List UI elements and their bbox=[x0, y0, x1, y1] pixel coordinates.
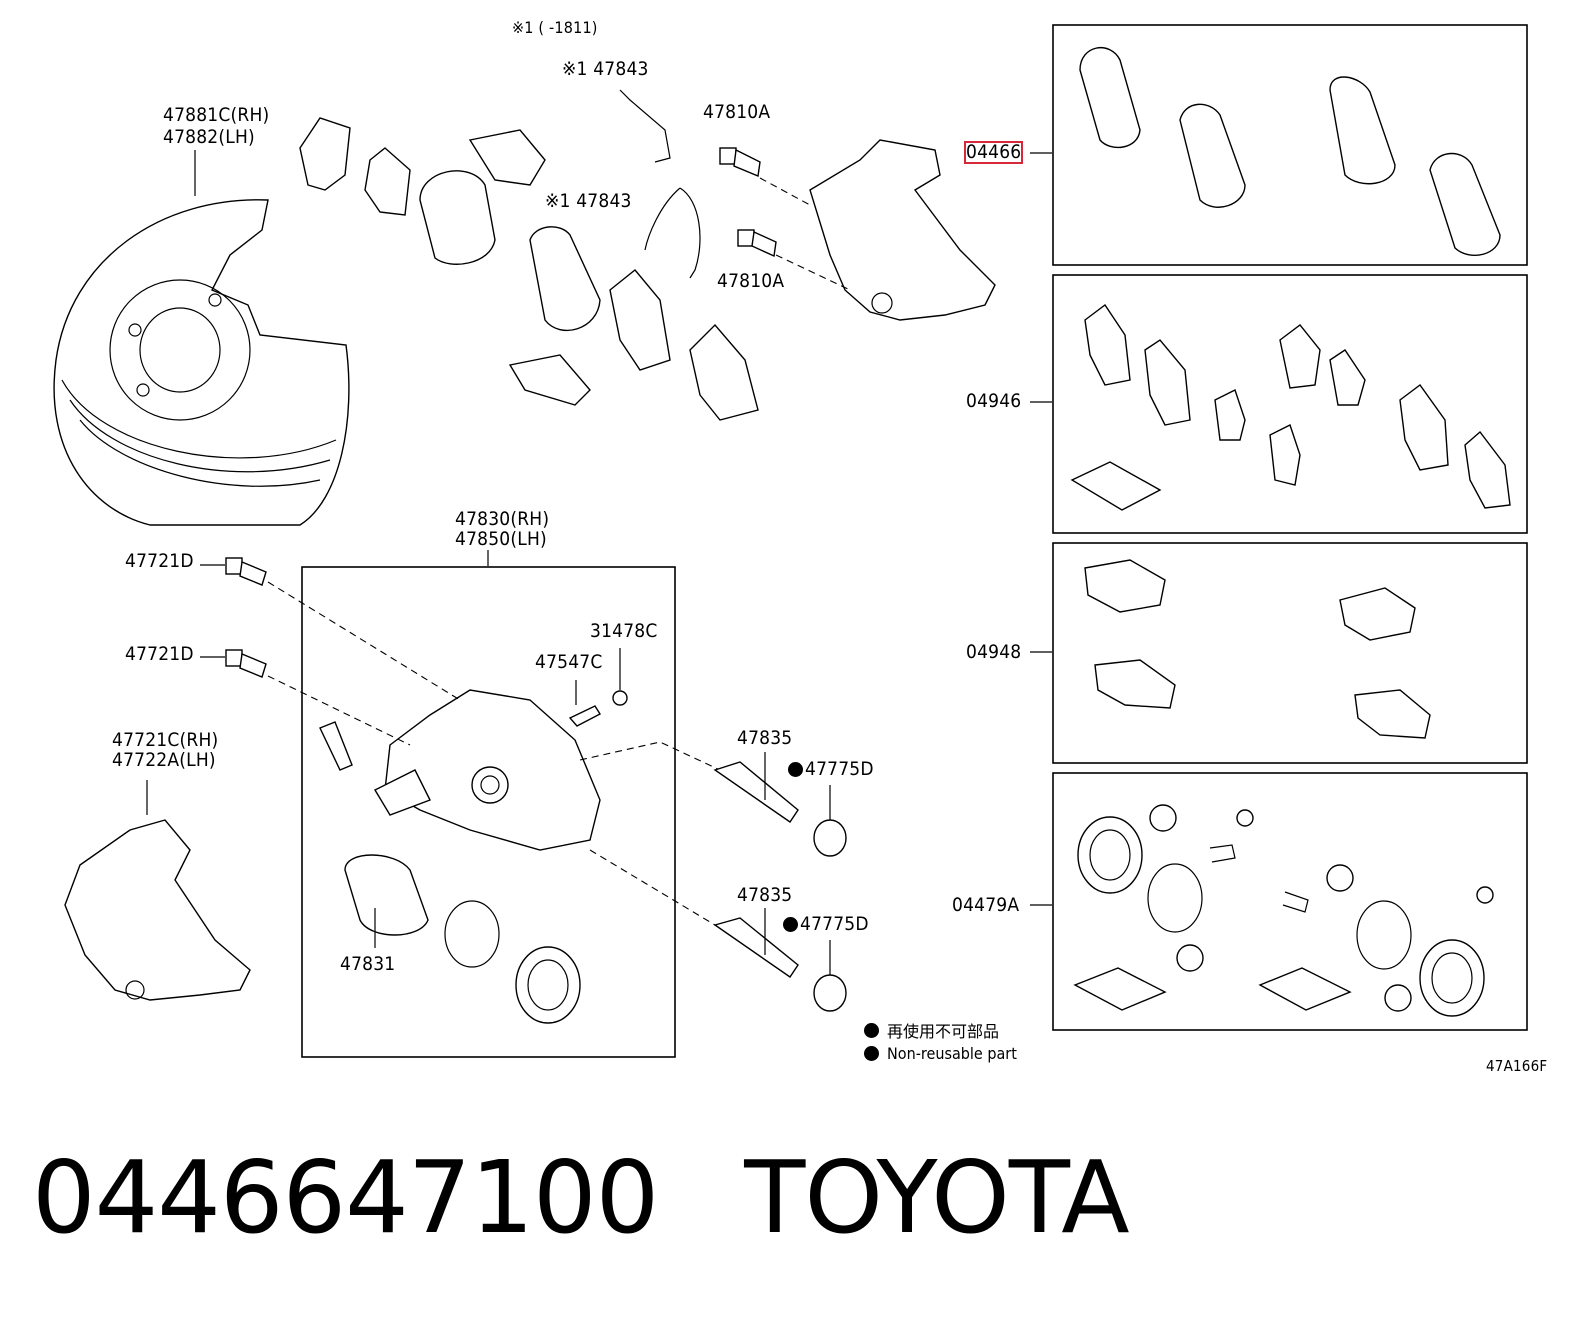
left-bolts-drawing bbox=[200, 557, 461, 746]
part-label-47775d-a-text: 47775D bbox=[805, 758, 874, 780]
kit-box-04946 bbox=[1052, 274, 1528, 534]
part-label-47721d-a: 47721D bbox=[125, 550, 194, 572]
part-label-47831: 47831 bbox=[340, 953, 396, 975]
kit-04948-clips-drawing bbox=[1084, 559, 1431, 739]
non-reusable-dot-icon bbox=[783, 917, 798, 932]
caliper-assembly-drawing bbox=[319, 648, 628, 1024]
non-reusable-dot-icon bbox=[864, 1046, 879, 1061]
caliper-support-drawing bbox=[719, 139, 996, 321]
part-label-47843-a: ※1 47843 bbox=[562, 58, 649, 80]
part-label-47881c: 47881C(RH) bbox=[163, 104, 270, 126]
part-label-47850: 47850(LH) bbox=[455, 528, 547, 550]
guide-pins-boots-drawing bbox=[579, 741, 847, 1012]
legend-jp: 再使用不可部品 bbox=[864, 1018, 999, 1042]
part-number: 0446647100 bbox=[32, 1139, 659, 1256]
kit-box-04948 bbox=[1052, 542, 1528, 764]
kit-04466-pads-drawing bbox=[1079, 47, 1501, 256]
non-reusable-dot-icon bbox=[864, 1022, 879, 1038]
part-label-47775d-b-text: 47775D bbox=[800, 913, 869, 935]
part-label-47722a: 47722A(LH) bbox=[112, 749, 216, 771]
part-label-47775d-a: 47775D bbox=[788, 760, 874, 779]
part-label-47830: 47830(RH) bbox=[455, 508, 550, 530]
kit-box-04479a bbox=[1052, 772, 1528, 1031]
part-label-47721d-b: 47721D bbox=[125, 643, 194, 665]
legend-en-text: Non-reusable part bbox=[887, 1044, 1017, 1063]
non-reusable-dot-icon bbox=[788, 762, 803, 777]
part-label-47721c: 47721C(RH) bbox=[112, 729, 219, 751]
legend-jp-text: 再使用不可部品 bbox=[887, 1022, 1000, 1041]
part-label-47835-b: 47835 bbox=[737, 884, 793, 906]
kit-code-04479a[interactable]: 04479A bbox=[952, 894, 1020, 916]
part-label-47882: 47882(LH) bbox=[163, 126, 255, 148]
part-label-47547c: 47547C bbox=[535, 651, 603, 673]
kit-box-04466 bbox=[1052, 24, 1528, 266]
kit-04946-shims-drawing bbox=[1070, 303, 1511, 511]
kit-04479a-seals-drawing bbox=[1073, 804, 1494, 1017]
brand-name: TOYOTA bbox=[744, 1139, 1129, 1256]
kit-code-04946[interactable]: 04946 bbox=[966, 390, 1022, 412]
kit-code-04466[interactable]: 04466 bbox=[963, 141, 1024, 164]
dust-shield-drawing bbox=[53, 150, 350, 526]
part-label-47843-b: ※1 47843 bbox=[545, 190, 632, 212]
caliper-bracket-drawing bbox=[64, 780, 251, 1001]
part-label-47835-a: 47835 bbox=[737, 727, 793, 749]
part-label-31478c: 31478C bbox=[590, 620, 658, 642]
kit-code-04948[interactable]: 04948 bbox=[966, 641, 1022, 663]
top-pads-shims-drawing bbox=[299, 89, 759, 421]
part-label-47775d-b: 47775D bbox=[783, 915, 869, 934]
legend-en: Non-reusable part bbox=[864, 1044, 1017, 1063]
part-label-47810a-top: 47810A bbox=[703, 101, 771, 123]
part-caption: 0446647100 TOYOTA bbox=[32, 1139, 1130, 1256]
diagram-note: ※1 ( -1811) bbox=[512, 18, 598, 37]
diagram-code: 47A166F bbox=[1486, 1057, 1548, 1075]
part-label-47810a-bottom: 47810A bbox=[717, 270, 785, 292]
caliper-assembly-box bbox=[301, 566, 676, 1058]
